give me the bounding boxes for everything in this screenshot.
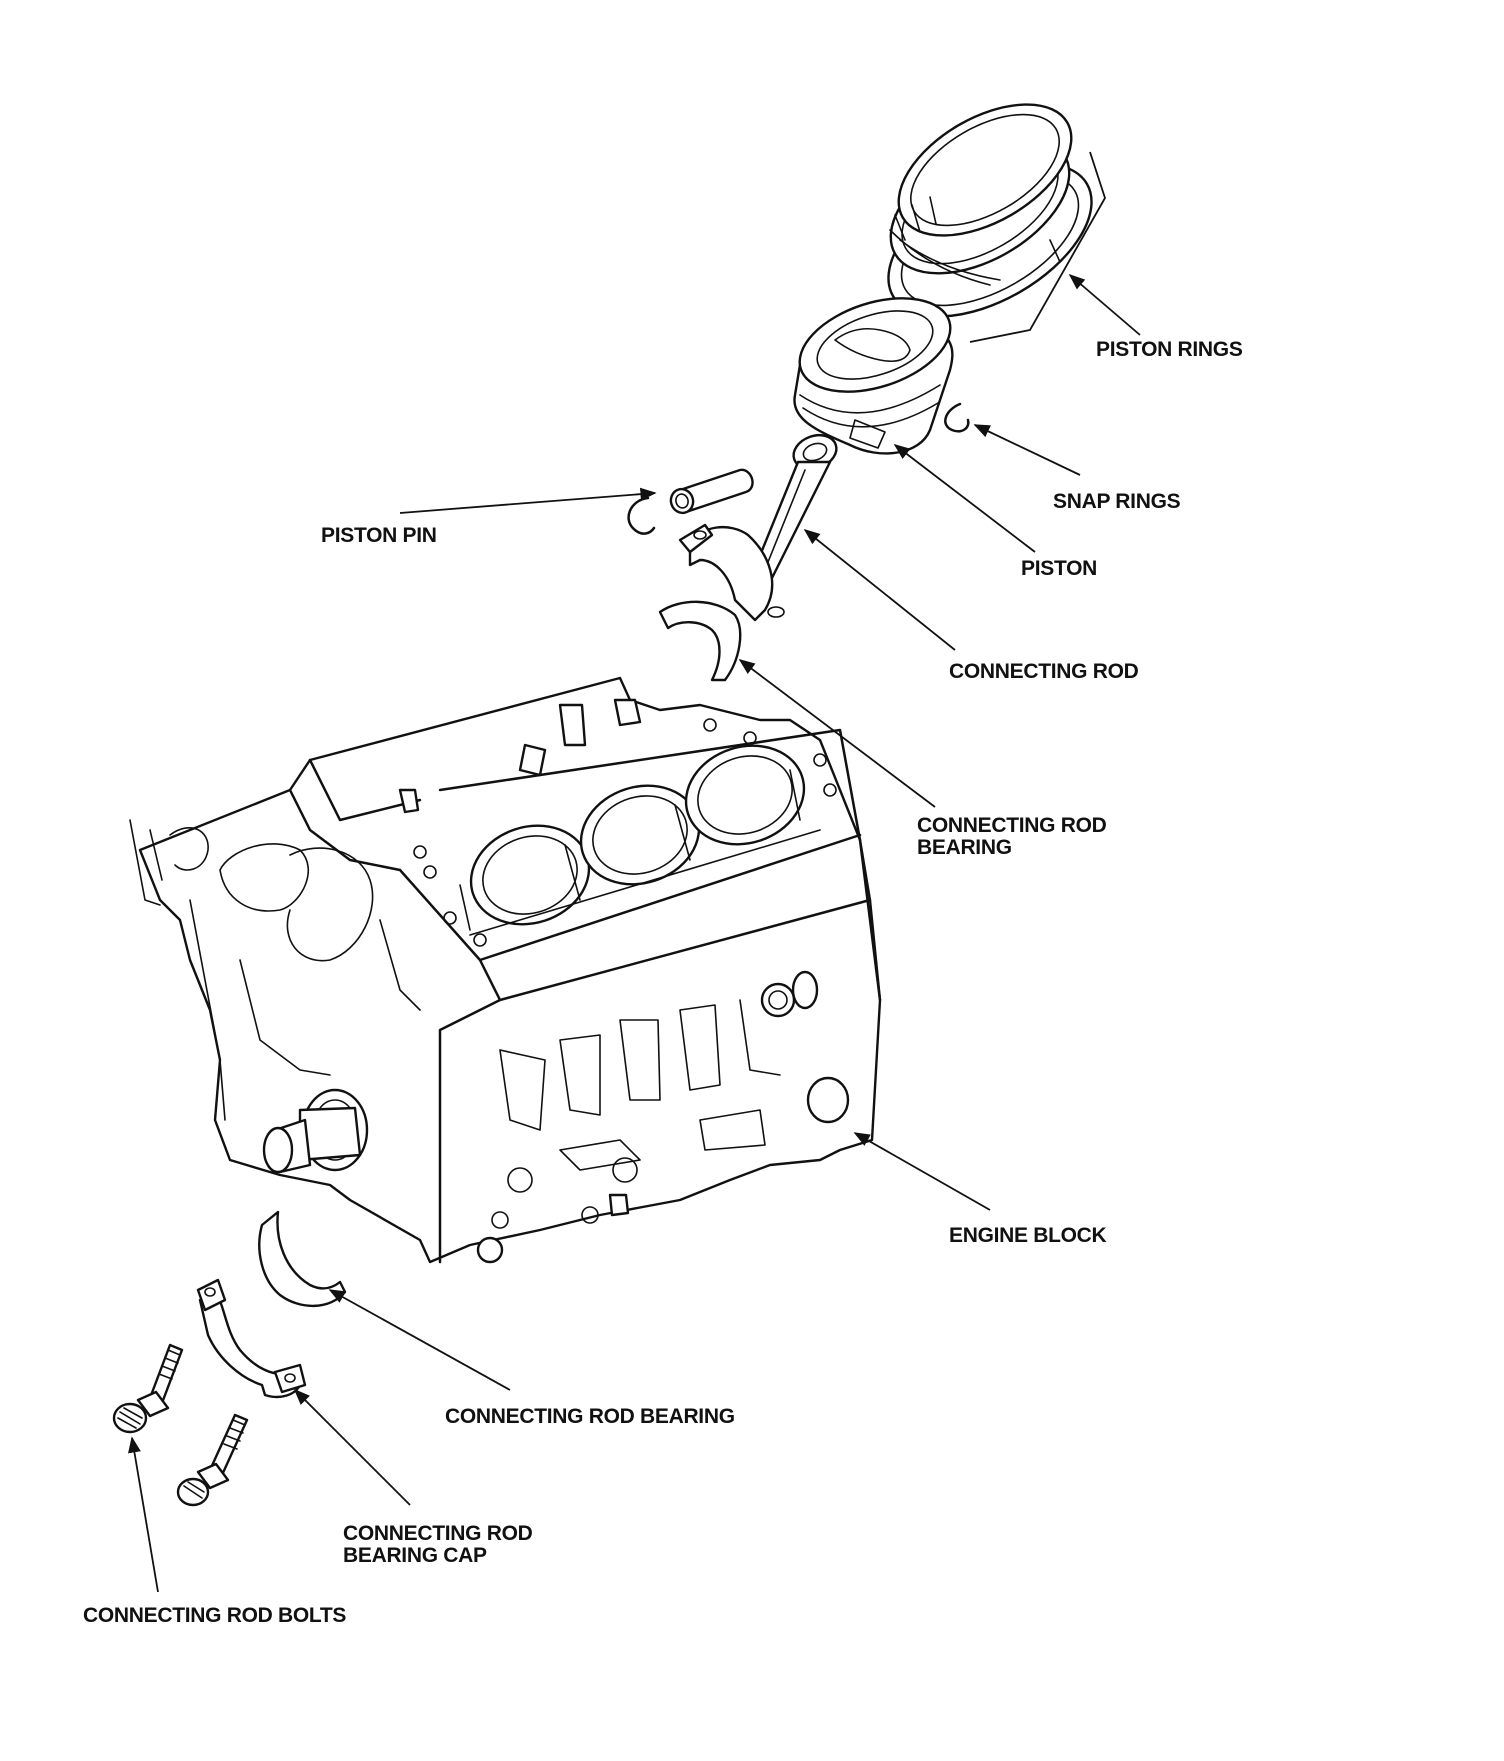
label-connecting-rod-bolts: CONNECTING ROD BOLTS	[83, 1604, 347, 1627]
label-connecting-rod-bearing-upper: CONNECTING ROD BEARING	[917, 814, 1107, 859]
label-snap-rings: SNAP RINGS	[1053, 490, 1181, 513]
label-connecting-rod: CONNECTING ROD	[949, 660, 1139, 683]
connecting-rod-bearing-cap-part	[196, 1278, 307, 1399]
label-engine-block: ENGINE BLOCK	[949, 1224, 1107, 1247]
leader-connecting-rod-bearing-upper	[738, 659, 936, 808]
leader-connecting-rod	[803, 528, 956, 651]
leader-piston-rings	[1068, 273, 1141, 336]
leader-piston	[893, 444, 1036, 553]
leader-connecting-rod-bearing-lower	[328, 1289, 511, 1391]
piston-part	[793, 297, 954, 455]
piston-rings-part	[887, 103, 1093, 318]
leader-engine-block	[853, 1132, 991, 1211]
connecting-rod-bearing-lower-part	[258, 1210, 347, 1308]
label-piston-rings: PISTON RINGS	[1096, 338, 1243, 361]
leader-snap-rings	[973, 424, 1081, 476]
connecting-rod-bearing-upper-part	[658, 600, 742, 682]
snap-ring-right-part	[944, 402, 970, 433]
label-piston-pin: PISTON PIN	[321, 524, 437, 547]
label-piston: PISTON	[1021, 557, 1097, 580]
engine-block-part	[129, 676, 882, 1264]
leader-connecting-rod-bolts	[128, 1436, 159, 1593]
piston-pin-part	[669, 468, 754, 515]
label-connecting-rod-bearing-lower: CONNECTING ROD BEARING	[445, 1405, 735, 1428]
piston-rings-bracket	[969, 151, 1106, 343]
connecting-rod-bolt-2-part	[176, 1413, 249, 1507]
leader-connecting-rod-bearing-cap	[293, 1388, 411, 1506]
connecting-rod-part	[678, 433, 838, 622]
snap-ring-left-part	[627, 496, 656, 535]
connecting-rod-bolt-1-part	[112, 1343, 184, 1434]
leader-piston-pin	[399, 487, 657, 514]
label-connecting-rod-bearing-cap: CONNECTING ROD BEARING CAP	[343, 1522, 533, 1567]
